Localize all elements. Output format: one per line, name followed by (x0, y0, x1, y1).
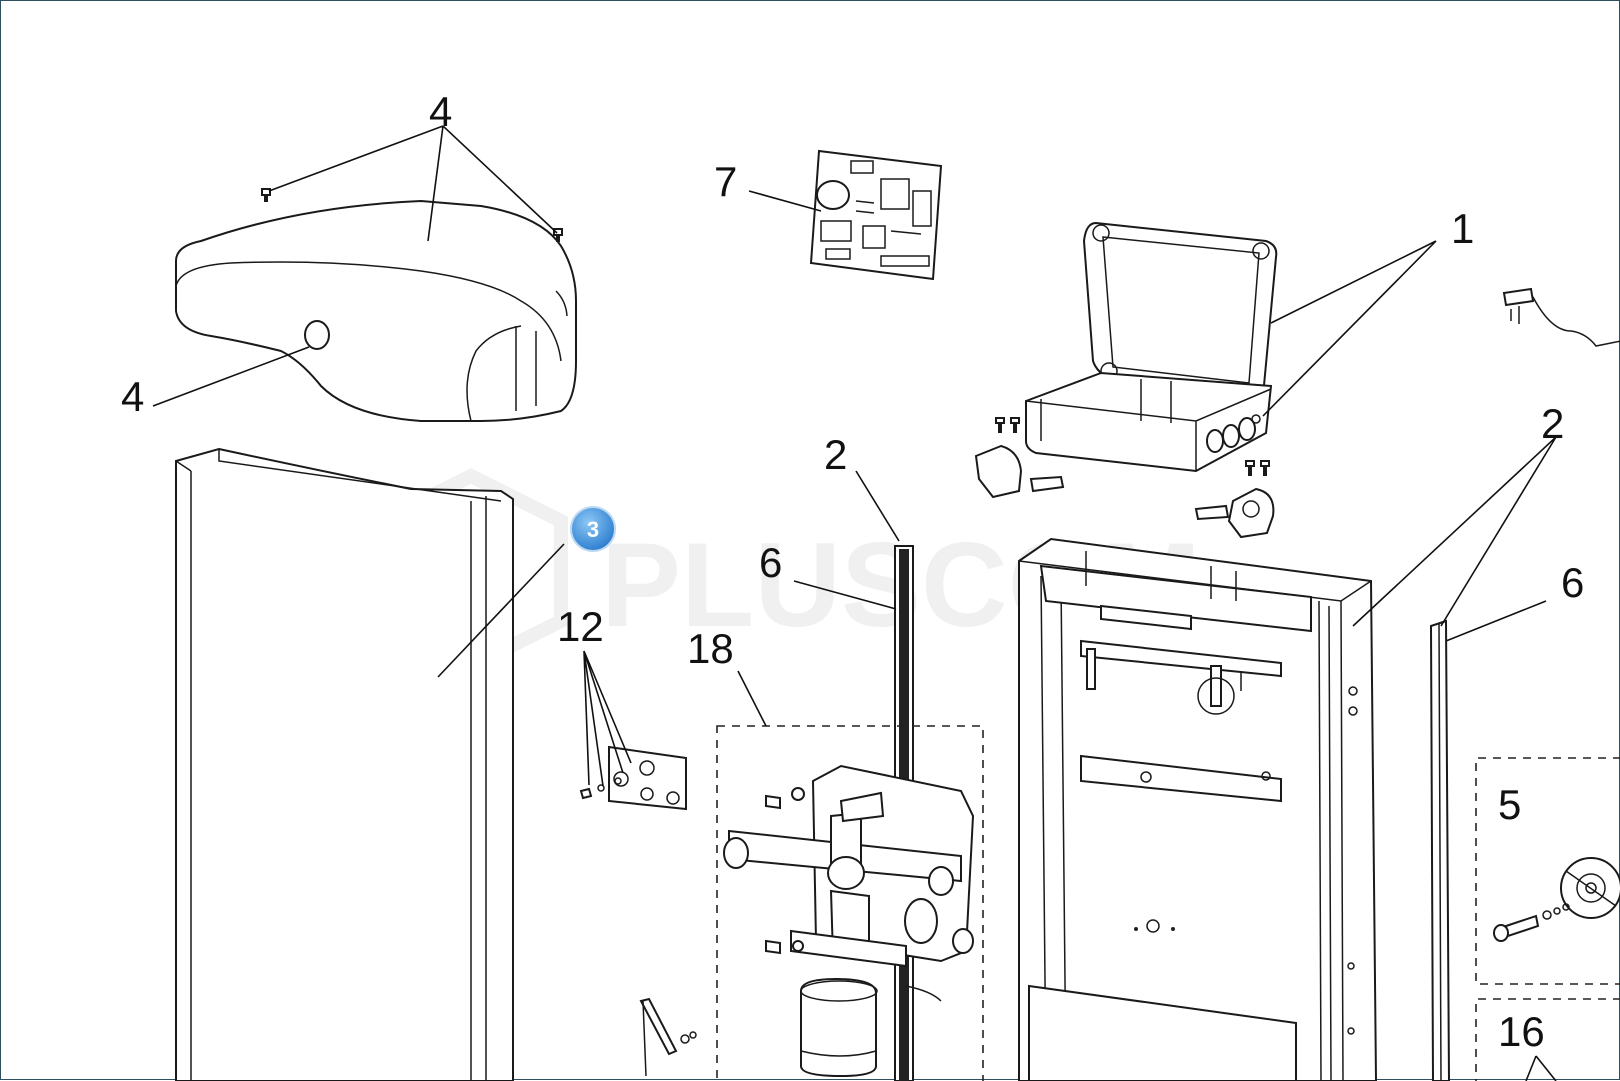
accessory-group-boundary (1475, 998, 1620, 1081)
callout-control-box: 1 (1451, 205, 1474, 252)
leader-lines (152, 125, 1557, 1081)
control-box[interactable] (1025, 221, 1278, 473)
callout-cover-knob: 4 (121, 373, 144, 420)
fixing-plate[interactable] (579, 745, 687, 811)
cover-lock-knob[interactable] (304, 320, 330, 350)
accessory-group[interactable] (1475, 998, 1620, 1081)
callout-cover-top: 4 (429, 88, 452, 135)
limit-switch-cable (1502, 287, 1620, 347)
motor-group[interactable] (716, 725, 984, 1081)
box-brackets (974, 417, 1275, 539)
callout-strip-center: 2 (824, 431, 847, 478)
main-cabinet[interactable] (1018, 537, 1378, 1081)
motor-group-boundary (716, 725, 984, 1081)
callout-accessory-group: 16 (1498, 1008, 1545, 1055)
front-panel[interactable] (175, 447, 514, 1081)
manual-lever (639, 997, 697, 1077)
callout-strip-right: 2 (1541, 400, 1564, 447)
hotspot-badge-number: 3 (587, 517, 599, 542)
callout-motor-group: 18 (687, 625, 734, 672)
control-board[interactable] (809, 149, 943, 281)
callout-labels: 4 4 7 1 2 2 6 6 12 18 5 16 (121, 88, 1584, 1055)
hotspot-badge[interactable]: 3 (570, 506, 616, 552)
right-strip[interactable] (1429, 619, 1451, 1081)
release-kit-boundary (1475, 757, 1620, 985)
callout-release-kit: 5 (1498, 781, 1521, 828)
callout-gasket-right: 6 (1561, 559, 1584, 606)
callout-gasket-center: 6 (759, 539, 782, 586)
callout-fixing-plate: 12 (557, 603, 604, 650)
release-kit[interactable] (1475, 757, 1620, 985)
callout-control-board: 7 (714, 158, 737, 205)
top-cover[interactable] (175, 199, 577, 422)
